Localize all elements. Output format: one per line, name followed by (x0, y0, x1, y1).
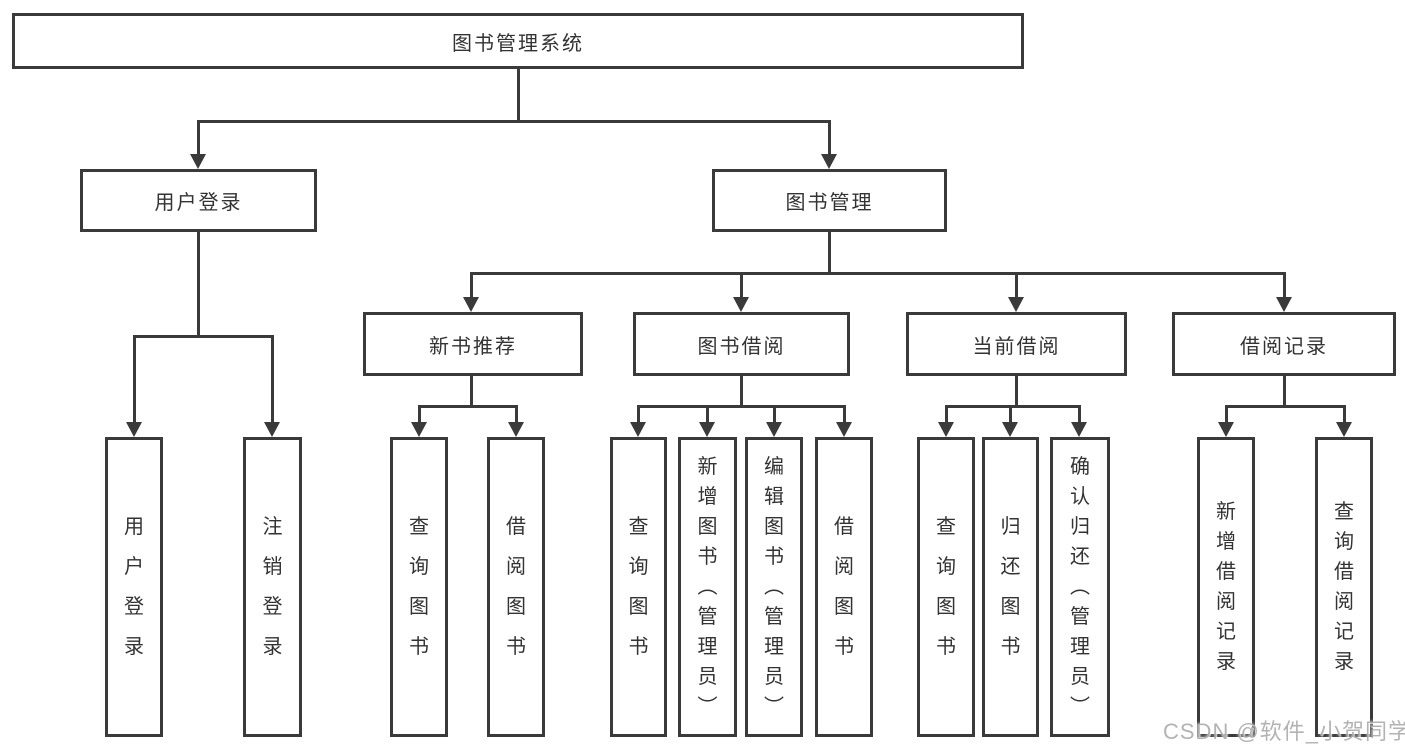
connector-hline (196, 120, 831, 123)
arrow-down-icon (733, 297, 749, 312)
node-current-borrowing: 当前借阅 (906, 312, 1127, 376)
connector-hline (469, 272, 1286, 275)
connector-hline (636, 405, 846, 408)
leaf-borrow-books-recommend: 借阅图书 (487, 437, 545, 737)
leaf-query-books-borrowing: 查询图书 (610, 437, 667, 737)
node-label: 借阅记录 (1240, 335, 1328, 358)
connector-vline (514, 405, 518, 424)
node-label: 新增图书︵管理员︶ (697, 456, 718, 718)
csdn-watermark: CSDN @软件_小贺同学 (1163, 719, 1405, 744)
arrow-down-icon (1276, 297, 1292, 312)
node-borrowing-records: 借阅记录 (1172, 312, 1396, 376)
arrow-down-icon (766, 422, 782, 437)
connector-vline (739, 272, 743, 299)
node-label: 新增借阅记录 (1216, 501, 1236, 673)
arrow-down-icon (463, 297, 479, 312)
arrow-down-icon (836, 422, 852, 437)
node-library-management-system: 图书管理系统 (12, 13, 1024, 69)
connector-vline (1282, 376, 1286, 408)
connector-hline (1224, 405, 1346, 408)
leaf-edit-book-admin: 编辑图书︵管理员︶ (745, 437, 803, 737)
leaf-borrow-books-borrowing: 借阅图书 (815, 437, 873, 737)
connector-vline (739, 376, 743, 408)
connector-vline (1224, 405, 1228, 424)
connector-hline (132, 335, 274, 338)
arrow-down-icon (126, 422, 142, 437)
arrow-down-icon (190, 154, 206, 169)
node-book-borrowing: 图书借阅 (633, 312, 850, 376)
node-book-management: 图书管理 (712, 169, 947, 232)
connector-vline (417, 405, 421, 424)
node-label: 用户登录 (124, 516, 144, 658)
leaf-logout: 注销登录 (243, 437, 302, 737)
connector-vline (196, 232, 200, 338)
arrow-down-icon (1002, 422, 1018, 437)
connector-vline (827, 120, 831, 156)
node-label: 借阅图书 (506, 516, 526, 658)
node-label: 用户登录 (154, 192, 243, 214)
leaf-return-book: 归还图书 (982, 437, 1039, 737)
leaf-query-borrow-record: 查询借阅记录 (1315, 437, 1373, 737)
connector-vline (772, 405, 776, 424)
node-label: 图书管理系统 (452, 32, 584, 55)
connector-hline (944, 405, 1081, 408)
arrow-down-icon (699, 422, 715, 437)
connector-vline (1008, 405, 1012, 424)
connector-vline (469, 376, 473, 408)
connector-vline (827, 232, 831, 275)
connector-vline (516, 69, 520, 123)
arrow-down-icon (1336, 422, 1352, 437)
node-new-book-recommendation: 新书推荐 (363, 312, 583, 376)
node-user-login: 用户登录 (80, 169, 317, 232)
arrow-down-icon (821, 154, 837, 169)
connector-vline (132, 335, 136, 424)
node-label: 归还图书 (1000, 516, 1021, 658)
leaf-query-books-recommend: 查询图书 (390, 437, 448, 737)
node-label: 查询图书 (628, 516, 649, 658)
connector-vline (270, 335, 274, 424)
leaf-user-login: 用户登录 (105, 437, 163, 737)
leaf-confirm-return-admin: 确认归还︵管理员︶ (1050, 437, 1110, 737)
arrow-down-icon (1071, 422, 1087, 437)
leaf-query-books-current: 查询图书 (917, 437, 975, 737)
node-label: 查询图书 (409, 516, 429, 658)
connector-vline (1014, 272, 1018, 299)
arrow-down-icon (411, 422, 427, 437)
leaf-add-book-admin: 新增图书︵管理员︶ (678, 437, 737, 737)
node-label: 借阅图书 (834, 516, 854, 658)
connector-vline (842, 405, 846, 424)
node-label: 当前借阅 (972, 335, 1061, 358)
connector-vline (196, 120, 200, 156)
connector-vline (636, 405, 640, 424)
connector-hline (417, 405, 518, 408)
node-label: 编辑图书︵管理员︶ (764, 456, 784, 718)
connector-vline (944, 405, 948, 424)
arrow-down-icon (630, 422, 646, 437)
arrow-down-icon (264, 422, 280, 437)
connector-vline (1342, 405, 1346, 424)
node-label: 图书管理 (785, 192, 874, 214)
connector-vline (1282, 272, 1286, 299)
connector-vline (1014, 376, 1018, 408)
node-label: 确认归还︵管理员︶ (1070, 456, 1090, 718)
connector-vline (705, 405, 709, 424)
arrow-down-icon (1218, 422, 1234, 437)
arrow-down-icon (508, 422, 524, 437)
arrow-down-icon (1008, 297, 1024, 312)
arrow-down-icon (938, 422, 954, 437)
node-label: 注销登录 (262, 516, 283, 658)
connector-vline (469, 272, 473, 299)
connector-vline (1077, 405, 1081, 424)
leaf-add-borrow-record: 新增借阅记录 (1197, 437, 1255, 737)
node-label: 图书借阅 (697, 335, 786, 358)
node-label: 查询图书 (936, 516, 956, 658)
node-label: 新书推荐 (429, 335, 517, 358)
node-label: 查询借阅记录 (1334, 501, 1354, 673)
